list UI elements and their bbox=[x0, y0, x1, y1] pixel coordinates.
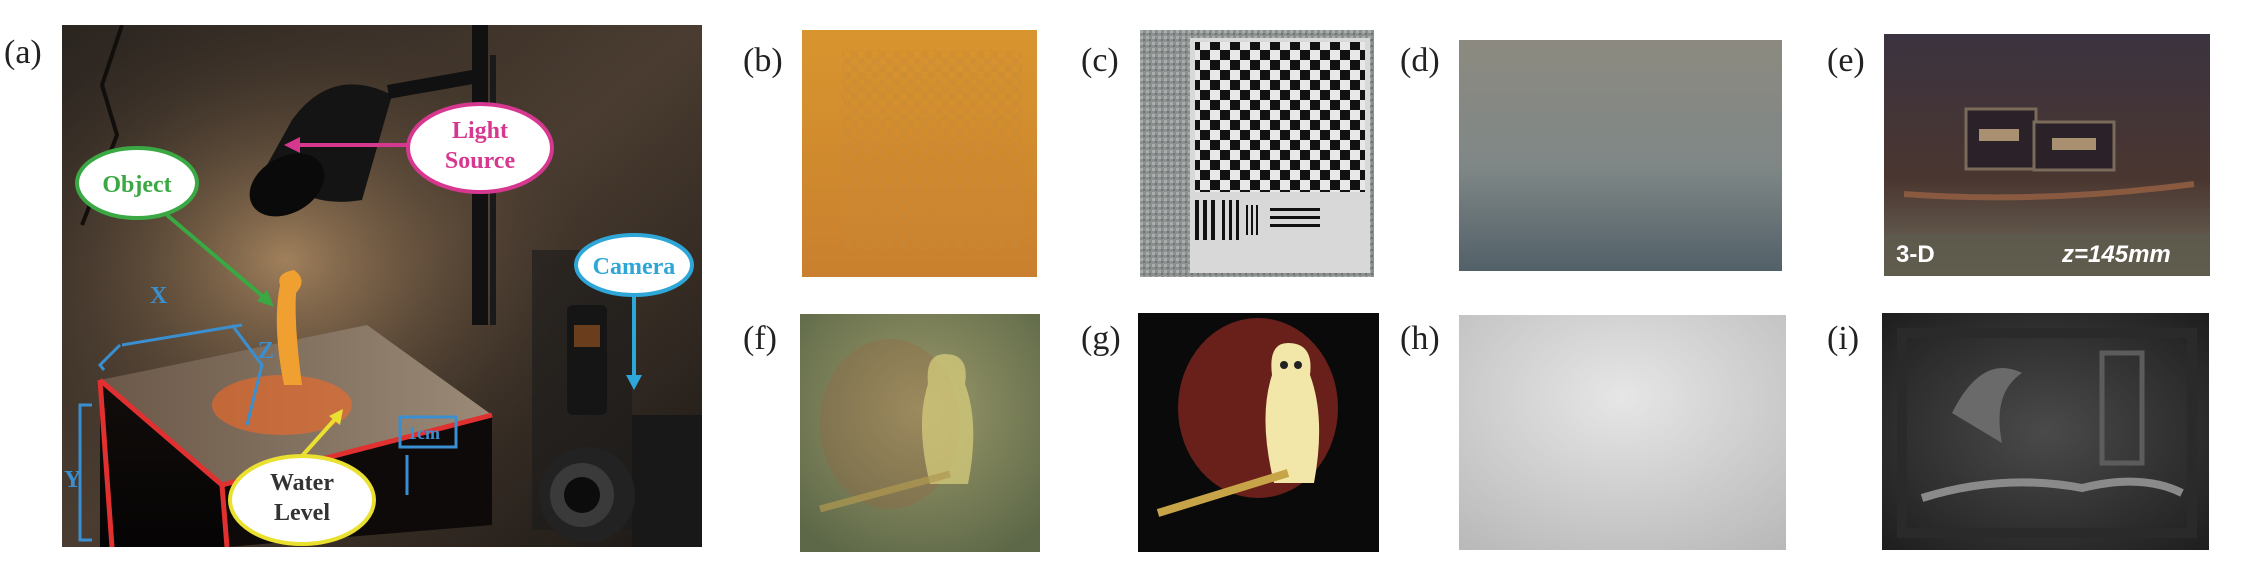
photo-f-hazy-figurine bbox=[800, 314, 1040, 552]
light-source-callout bbox=[406, 102, 554, 194]
scale-bar-label: 1cm bbox=[408, 423, 440, 443]
photo-e-3d-reconstruction: 3-D z=145mm bbox=[1884, 34, 2210, 276]
panel-label-g: (g) bbox=[1081, 320, 1121, 357]
axis-z-label: Z bbox=[258, 338, 274, 364]
photo-i-dehazed-scene bbox=[1882, 313, 2209, 550]
depth-value-label: z=145mm bbox=[2061, 241, 2171, 268]
photo-h-bright-haze bbox=[1459, 315, 1786, 550]
water-level-label-line2: Level bbox=[274, 500, 330, 526]
panel-label-c: (c) bbox=[1081, 42, 1119, 79]
setup-illustration: Light Source Object Camera Water Level X… bbox=[62, 25, 702, 547]
panel-label-h: (h) bbox=[1400, 320, 1440, 357]
photo-c-resolution-target bbox=[1140, 30, 1374, 277]
object-callout bbox=[75, 146, 199, 220]
panel-label-f: (f) bbox=[743, 320, 777, 357]
panel-label-i: (i) bbox=[1827, 320, 1860, 357]
photo-g-restored-figurine bbox=[1138, 313, 1379, 552]
panel-label-a: (a) bbox=[4, 34, 42, 71]
panel-label-e: (e) bbox=[1827, 42, 1865, 79]
camera-label: Camera bbox=[593, 254, 676, 280]
panel-label-d: (d) bbox=[1400, 42, 1440, 79]
light-source-label-line1: Light bbox=[452, 118, 508, 144]
object-label: Object bbox=[102, 172, 171, 198]
water-level-label-line1: Water bbox=[270, 470, 334, 496]
experimental-setup-photo: Light Source Object Camera Water Level X… bbox=[62, 25, 702, 547]
reconstruction-mode-label: 3-D bbox=[1896, 241, 1935, 268]
panel-label-b: (b) bbox=[743, 42, 783, 79]
axis-y-label: Y bbox=[64, 467, 81, 493]
axis-x-label: X bbox=[150, 283, 168, 309]
photo-b-orange-checkerboard bbox=[802, 30, 1037, 277]
light-source-label-line2: Source bbox=[445, 148, 516, 174]
photo-d-murky-gradient bbox=[1459, 40, 1782, 271]
